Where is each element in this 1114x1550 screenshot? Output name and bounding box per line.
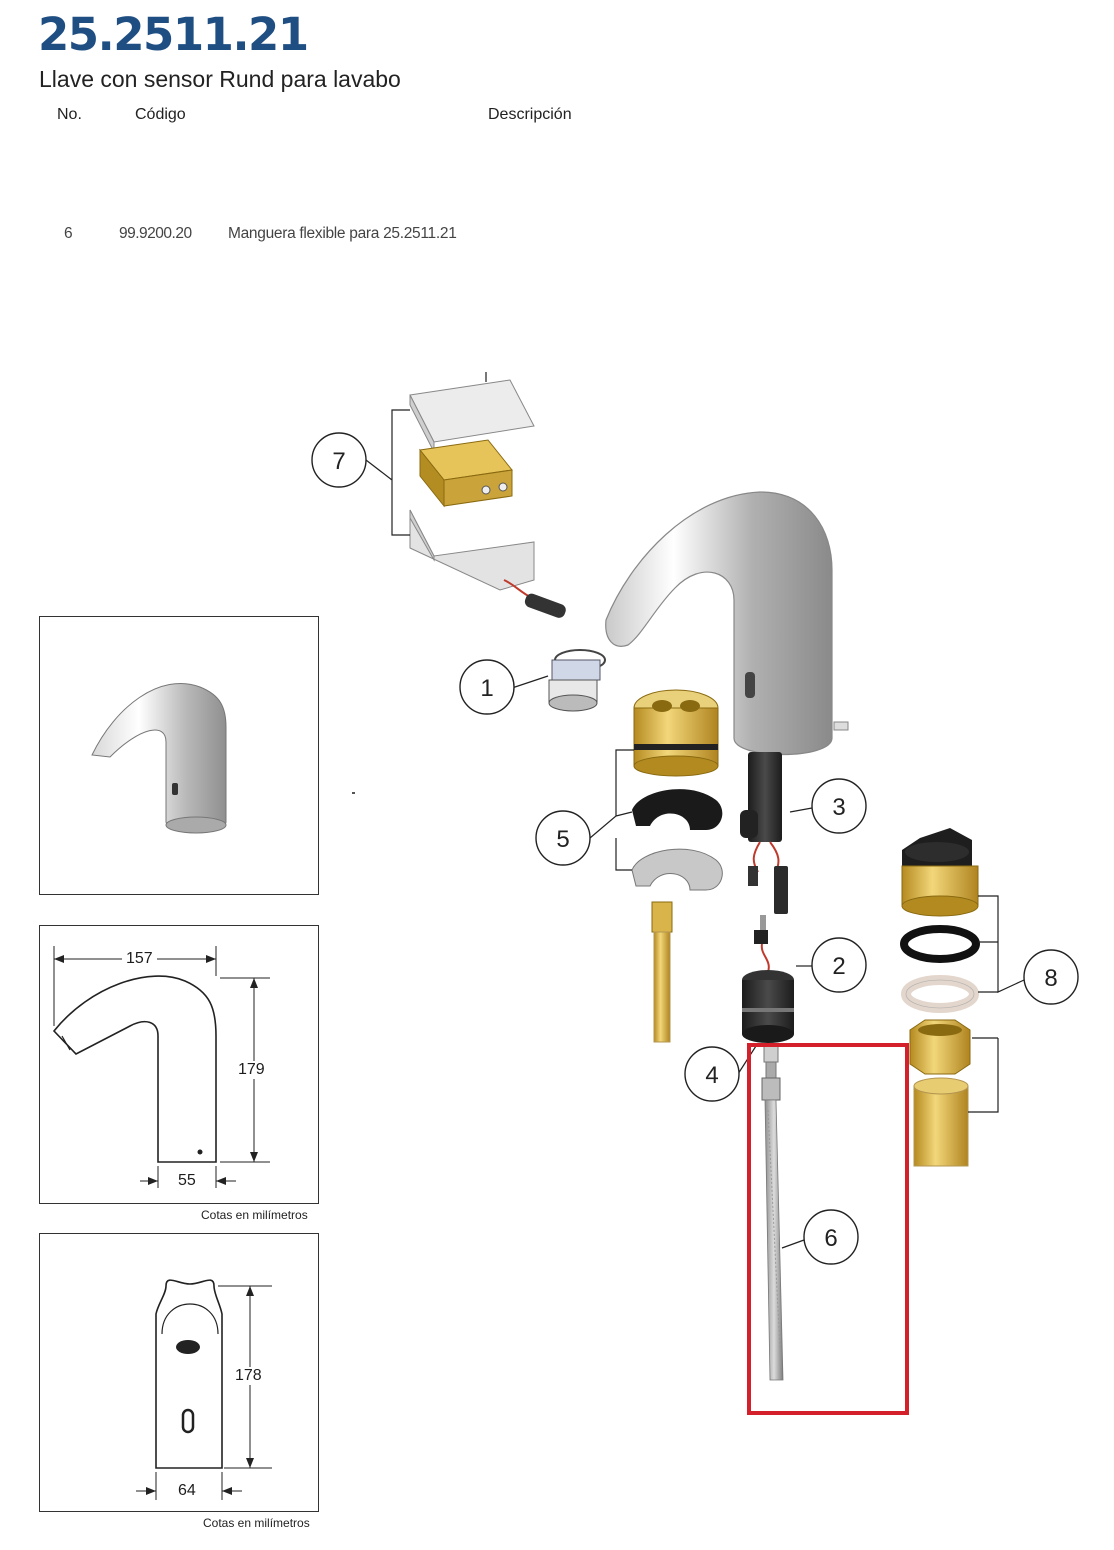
flexible-hose-part (761, 1045, 784, 1381)
hose-highlight-box (747, 1043, 909, 1415)
callout-6 (803, 1209, 859, 1265)
row-number: 6 (64, 225, 73, 242)
product-code: 25.2511.21 (38, 8, 309, 61)
aerator-part (548, 649, 606, 712)
sensor-module-part (740, 752, 788, 914)
column-header-no: No. (57, 106, 82, 123)
callout-3 (811, 778, 867, 834)
mounting-set-part (900, 828, 980, 1167)
callout-label-2: 2 (832, 953, 845, 980)
dimension-width-front: 64 (178, 1482, 196, 1499)
front-dimension-drawing: 178 64 (39, 1233, 319, 1512)
solenoid-valve-part (742, 915, 794, 1043)
column-header-descripcion: Descripción (488, 106, 572, 123)
callout-label-7: 7 (332, 448, 345, 475)
battery-box-part (409, 372, 566, 618)
callout-label-6: 6 (824, 1225, 837, 1252)
callout-8 (1023, 949, 1079, 1005)
side-dimension-drawing: 157 179 55 (39, 925, 319, 1204)
callout-7 (311, 432, 367, 488)
dimension-caption-front: Cotas en milímetros (203, 1516, 310, 1530)
dimension-height-side: 179 (238, 1061, 265, 1079)
callout-circles (311, 432, 1079, 1265)
callout-4 (684, 1046, 740, 1102)
callout-label-3: 3 (832, 794, 845, 821)
row-code: 99.9200.20 (119, 225, 192, 242)
callout-5 (535, 810, 591, 866)
fixing-set-part (631, 689, 723, 1043)
dimension-width-top: 157 (122, 950, 157, 968)
faucet-perspective-image (91, 682, 227, 834)
column-header-codigo: Código (135, 106, 186, 123)
dimension-base: 55 (178, 1172, 196, 1189)
callout-leader-lines (365, 409, 1025, 1249)
callout-label-1: 1 (480, 675, 493, 702)
callout-label-8: 8 (1044, 965, 1057, 992)
row-description: Manguera flexible para 25.2511.21 (228, 225, 457, 242)
callout-2 (811, 937, 867, 993)
dimension-caption-side: Cotas en milímetros (201, 1208, 308, 1222)
product-title: Llave con sensor Rund para lavabo (39, 66, 401, 92)
callout-1 (459, 659, 515, 715)
faucet-body-part (605, 491, 849, 756)
dimension-height-front: 178 (235, 1367, 262, 1385)
callout-label-5: 5 (556, 826, 569, 853)
callout-label-4: 4 (705, 1062, 718, 1089)
faucet-perspective-view (39, 616, 319, 895)
